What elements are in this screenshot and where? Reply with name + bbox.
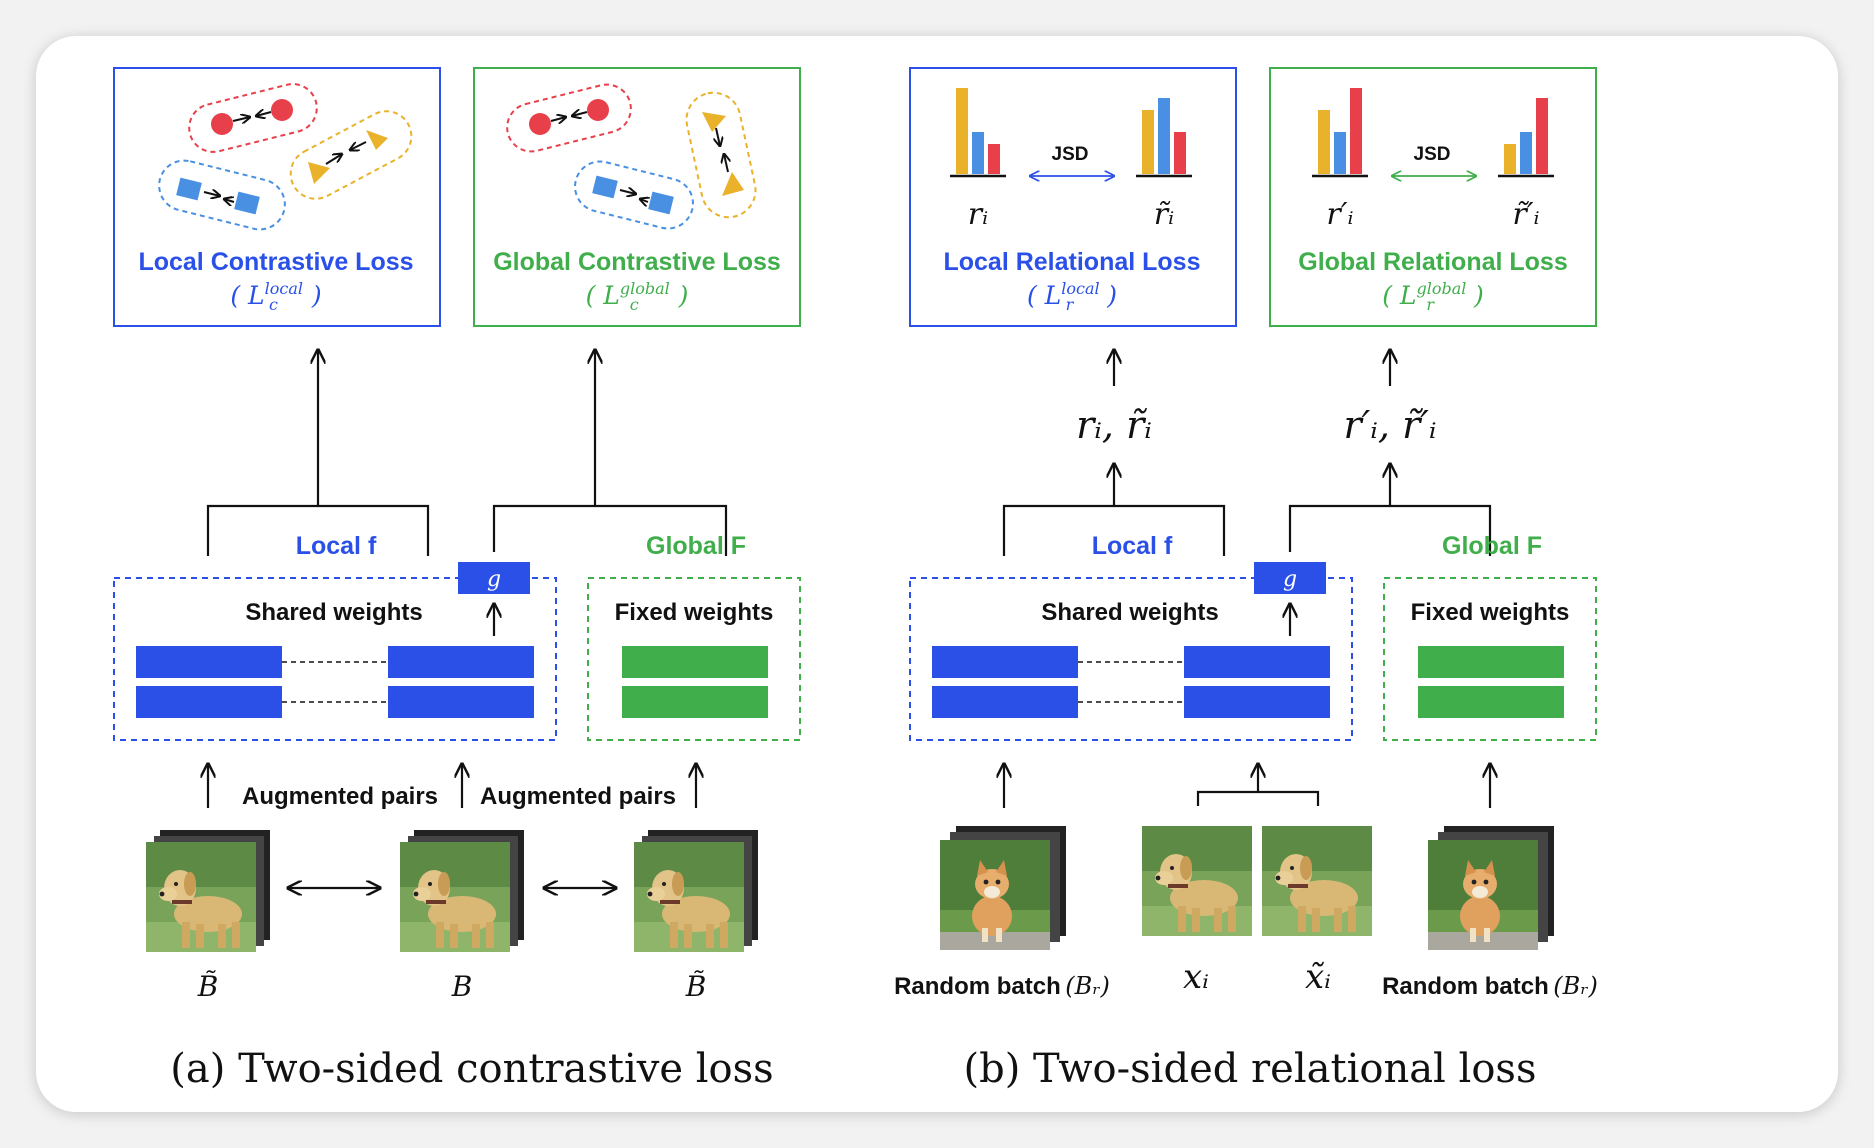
g-projection-box	[458, 562, 530, 594]
global-encoder-layer-1	[622, 646, 768, 678]
local-encoder-b-layer-4	[1184, 686, 1330, 718]
random-batch-image-right	[1428, 826, 1554, 950]
local-f-label-b: Local f	[1092, 532, 1173, 560]
batch-label-right: B̃	[685, 970, 707, 1003]
shared-weights-box	[113, 577, 557, 741]
jsd-label-global: JSD	[1414, 144, 1451, 165]
global-distribution-right	[1498, 98, 1554, 178]
global-F-label-b: Global F	[1442, 532, 1542, 560]
global-dist-label-right: r̃′ᵢ	[1512, 197, 1539, 232]
global-contrastive-loss-title: Global Contrastive Loss	[493, 248, 781, 276]
local-distribution-left	[950, 88, 1006, 178]
caption-a: (a) Two-sided contrastive loss	[170, 1046, 773, 1092]
sample-image-x-tilde	[1262, 826, 1372, 936]
local-dist-label-left: rᵢ	[968, 197, 988, 232]
local-encoder-b-layer-1	[932, 646, 1078, 678]
shared-weights-label-b: Shared weights	[1041, 599, 1218, 626]
pair-bracket-b	[1196, 790, 1320, 806]
sample-label-x: xᵢ	[1183, 957, 1209, 997]
local-encoder-layer-2	[136, 686, 282, 718]
fixed-weights-label: Fixed weights	[615, 599, 774, 626]
global-dist-label-left: r′ᵢ	[1326, 197, 1353, 232]
global-distribution-left	[1312, 88, 1368, 178]
global-relational-loss-title: Global Relational Loss	[1298, 248, 1568, 276]
panel-b: JSD rᵢ r̃ᵢ JSD r′ᵢ r̃′ᵢ Local Relational…	[894, 67, 1598, 1092]
local-encoder-b-layer-3	[1184, 646, 1330, 678]
global-encoder-b-layer-2	[1418, 686, 1564, 718]
local-branch-bracket	[206, 504, 430, 556]
g-label: g	[487, 567, 501, 592]
global-encoder-b-layer-1	[1418, 646, 1564, 678]
local-distribution-right	[1136, 98, 1192, 178]
sample-image-x	[1142, 826, 1252, 936]
fixed-weights-label-b: Fixed weights	[1411, 599, 1570, 626]
sample-label-x-tilde: x̃ᵢ	[1305, 957, 1331, 997]
local-encoder-layer-3	[388, 646, 534, 678]
local-dist-label-right: r̃ᵢ	[1154, 197, 1174, 232]
global-relational-output: r′ᵢ, r̃′ᵢ	[1343, 403, 1436, 447]
shared-weights-label: Shared weights	[245, 599, 422, 626]
global-F-label: Global F	[646, 532, 746, 560]
local-relational-output: rᵢ, r̃ᵢ	[1076, 403, 1152, 447]
jsd-label-local: JSD	[1052, 144, 1089, 165]
local-relational-bracket	[1002, 504, 1226, 556]
global-relational-bracket	[1288, 504, 1492, 556]
local-encoder-b-layer-2	[932, 686, 1078, 718]
local-contrastive-illustration	[158, 83, 413, 231]
random-batch-label-right: Random batch (Bᵣ)	[1382, 972, 1598, 1000]
global-contrastive-illustration	[506, 83, 757, 230]
global-encoder-layer-2	[622, 686, 768, 718]
caption-b: (b) Two-sided relational loss	[964, 1046, 1537, 1092]
local-encoder-layer-1	[136, 646, 282, 678]
local-contrastive-loss-title: Local Contrastive Loss	[138, 248, 413, 276]
random-batch-label-left: Random batch (Bᵣ)	[894, 972, 1110, 1000]
augmented-pairs-label-1: Augmented pairs	[242, 783, 438, 810]
random-batch-image-left	[940, 826, 1066, 950]
local-encoder-layer-4	[388, 686, 534, 718]
local-relational-loss-title: Local Relational Loss	[943, 248, 1200, 276]
augmented-pairs-label-2: Augmented pairs	[480, 783, 676, 810]
batch-image-center	[400, 830, 524, 952]
local-f-label: Local f	[296, 532, 377, 560]
g-projection-box-b	[1254, 562, 1326, 594]
augmented-batch-image-right	[634, 830, 758, 952]
batch-label-center: B	[451, 970, 473, 1003]
global-branch-bracket	[492, 504, 728, 556]
shared-weights-box-b	[909, 577, 1353, 741]
batch-label-left: B̃	[197, 970, 219, 1003]
g-label-b: g	[1283, 567, 1297, 592]
augmented-batch-image-left	[146, 830, 270, 952]
